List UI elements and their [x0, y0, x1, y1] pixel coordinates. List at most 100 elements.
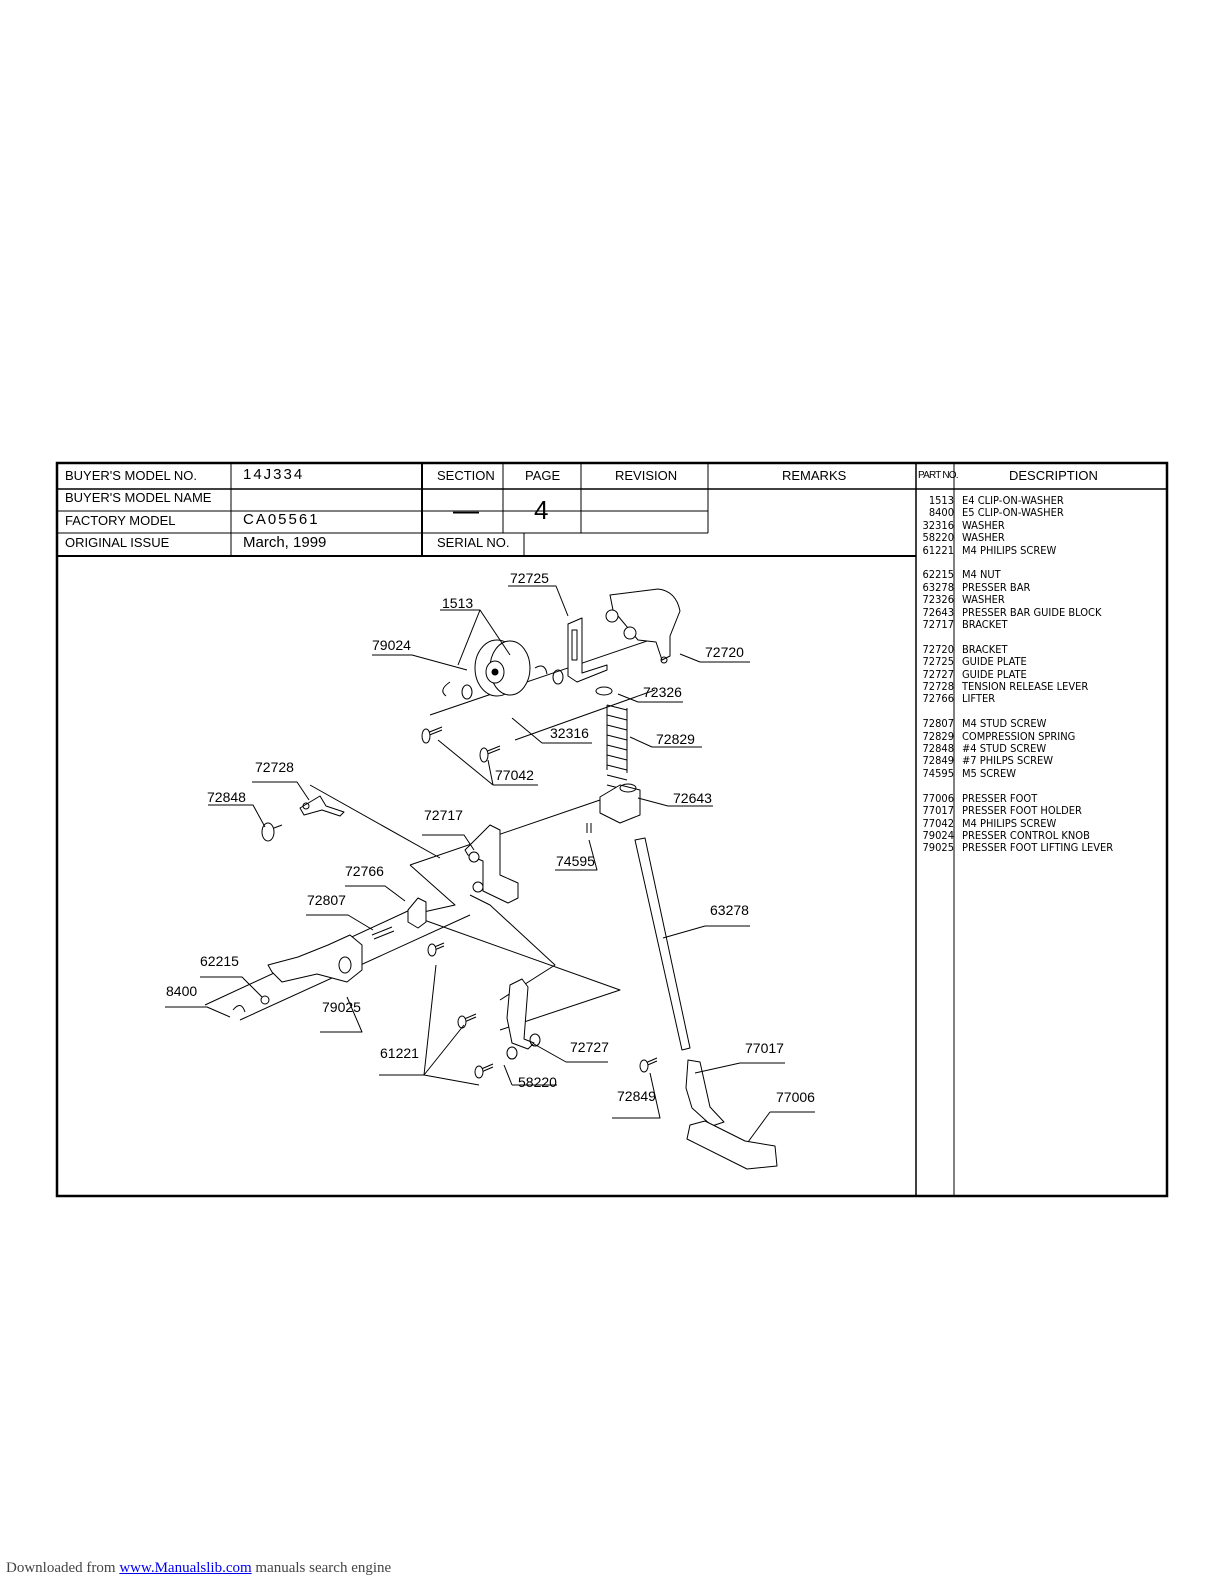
part-row: 72326 WASHER	[917, 593, 1157, 607]
part-description: PRESSER BAR GUIDE BLOCK	[962, 605, 1102, 619]
manualslib-link[interactable]: www.Manualslib.com	[119, 1560, 252, 1576]
part-description: WASHER	[962, 531, 1005, 545]
part-number: 77017	[922, 804, 954, 818]
part-number: 58220	[922, 531, 954, 545]
part-number: 72807	[922, 717, 954, 731]
revision-label: REVISION	[615, 468, 678, 483]
label-8400: 8400	[166, 983, 197, 999]
label-74595: 74595	[556, 853, 595, 869]
part-description: BRACKET	[962, 642, 1008, 656]
part-number: 61221	[922, 543, 954, 557]
part-description: M5 SCREW	[962, 766, 1017, 780]
description-label: DESCRIPTION	[1009, 468, 1098, 483]
part-description: M4 NUT	[962, 568, 1001, 582]
label-72728: 72728	[255, 759, 294, 775]
part-description: PRESSER CONTROL KNOB	[962, 828, 1090, 842]
part-number: 63278	[922, 580, 954, 594]
label-77042: 77042	[495, 767, 534, 783]
label-72727: 72727	[570, 1039, 609, 1055]
part-number: 72727	[922, 667, 954, 681]
part-number: 72829	[922, 729, 954, 743]
part-row: 72717 BRACKET	[917, 618, 1157, 632]
part-description: PRESSER BAR	[962, 580, 1031, 594]
part-row: 72720 BRACKET	[917, 642, 1157, 656]
label-62215: 62215	[200, 953, 239, 969]
part-row: 72727 GUIDE PLATE	[917, 667, 1157, 681]
part-number: 72848	[922, 742, 954, 756]
part-number: 1513	[928, 494, 954, 507]
buyers-model-no: 14J334	[243, 466, 305, 483]
part-description: E5 CLIP-ON-WASHER	[962, 506, 1064, 520]
part-number: 72326	[922, 593, 954, 607]
label-79024: 79024	[372, 637, 411, 653]
part-no-label: PART NO.	[918, 470, 959, 481]
part-description: PRESSER FOOT LIFTING LEVER	[962, 841, 1114, 855]
part-description: LIFTER	[962, 692, 996, 706]
part-row: 1513 E4 CLIP-ON-WASHER	[917, 494, 1157, 507]
label-72829: 72829	[656, 731, 695, 747]
part-number: 32316	[922, 518, 954, 532]
part-row: 72766 LIFTER	[917, 692, 1157, 706]
part-number: 8400	[928, 506, 954, 520]
buyers-model-name-label: BUYER'S MODEL NAME	[65, 490, 212, 505]
label-32316: 32316	[550, 725, 589, 741]
part-description: GUIDE PLATE	[962, 655, 1027, 669]
part-description: GUIDE PLATE	[962, 667, 1027, 681]
part-row: 79025 PRESSER FOOT LIFTING LEVER	[917, 841, 1157, 855]
part-row: 72849#7 PHILPS SCREW	[917, 754, 1157, 768]
section-value: —	[453, 495, 479, 525]
label-72849: 72849	[617, 1088, 656, 1104]
label-72807: 72807	[307, 892, 346, 908]
part-description: M4 STUD SCREW	[962, 717, 1047, 731]
original-issue-label: ORIGINAL ISSUE	[65, 535, 170, 550]
part-row: 8400 E5 CLIP-ON-WASHER	[917, 506, 1157, 520]
section-label: SECTION	[437, 468, 495, 483]
part-number: 79025	[922, 841, 954, 855]
part-row: 77006 PRESSER FOOT	[917, 791, 1157, 805]
part-row: 72725 GUIDE PLATE	[917, 655, 1157, 669]
part-description: WASHER	[962, 593, 1005, 607]
part-description: COMPRESSION SPRING	[962, 729, 1076, 743]
label-72643: 72643	[673, 790, 712, 806]
part-description: BRACKET	[962, 618, 1008, 632]
part-description: E4 CLIP-ON-WASHER	[962, 494, 1064, 507]
part-description: PRESSER FOOT	[962, 791, 1038, 805]
label-58220: 58220	[518, 1074, 557, 1090]
footer-suffix: manuals search engine	[251, 1560, 392, 1576]
part-description: #4 STUD SCREW	[962, 742, 1047, 756]
part-description: M4 PHILIPS SCREW	[962, 816, 1057, 830]
label-72717: 72717	[424, 807, 463, 823]
label-63278: 63278	[710, 902, 749, 918]
page-number: 4	[534, 495, 549, 525]
part-number: 77006	[922, 791, 954, 805]
label-72725: 72725	[510, 570, 549, 586]
factory-model-label: FACTORY MODEL	[65, 513, 176, 528]
page-label: PAGE	[525, 468, 561, 483]
download-footer: Downloaded from www.Manualslib.com manua…	[6, 1560, 391, 1577]
label-77006: 77006	[776, 1089, 815, 1105]
part-description: PRESSER FOOT HOLDER	[962, 804, 1082, 818]
part-description: TENSION RELEASE LEVER	[962, 680, 1089, 694]
part-number: 74595	[922, 766, 954, 780]
part-number: 77042	[922, 816, 954, 830]
part-number: 72766	[922, 692, 954, 706]
serial-no-label: SERIAL NO.	[437, 535, 510, 550]
part-row: 77017 PRESSER FOOT HOLDER	[917, 804, 1157, 818]
part-row: 63278 PRESSER BAR	[917, 580, 1157, 594]
label-77017: 77017	[745, 1040, 784, 1056]
part-number: 72725	[922, 655, 954, 669]
label-72720: 72720	[705, 644, 744, 660]
label-72766: 72766	[345, 863, 384, 879]
part-number: 72720	[922, 642, 954, 656]
label-1513: 1513	[442, 595, 473, 611]
part-number: 72717	[922, 618, 954, 632]
factory-model: CA05561	[243, 511, 320, 528]
part-number: 72849	[922, 754, 954, 768]
